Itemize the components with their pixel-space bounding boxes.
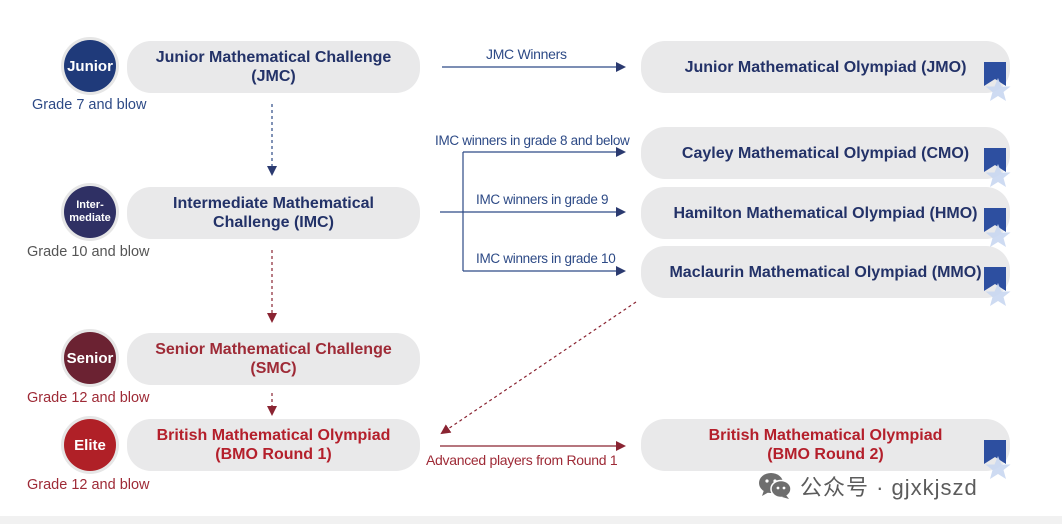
elite-badge: Elite — [64, 419, 116, 471]
hmo-box-label: Hamilton Mathematical Olympiad (HMO) — [673, 204, 978, 222]
label-jmc-winners: JMC Winners — [486, 46, 567, 62]
jmo-box: Junior Mathematical Olympiad (JMO) — [641, 41, 1010, 93]
junior-badge-label: Junior — [67, 57, 113, 75]
watermark-text: 公众号 · gjxkjszd — [800, 475, 978, 500]
elite-badge-label: Elite — [74, 436, 106, 454]
label-advanced-players: Advanced players from Round 1 — [426, 452, 618, 468]
watermark: 公众号 · gjxkjszd — [758, 470, 978, 502]
intermediate-badge: Inter- mediate — [64, 186, 116, 238]
bmo1-box-label: British Mathematical Olympiad (BMO Round… — [156, 427, 391, 463]
jmo-ribbon-star-icon — [984, 62, 1011, 101]
cmo-box-label: Cayley Mathematical Olympiad (CMO) — [681, 144, 970, 162]
imc-box-label: Intermediate Mathematical Challenge (IMC… — [173, 195, 374, 231]
mmo-box: Maclaurin Mathematical Olympiad (MMO) — [641, 246, 1010, 298]
wechat-icon — [759, 473, 792, 499]
bmo2-box-label: British Mathematical Olympiad (BMO Round… — [708, 427, 943, 463]
jmc-box: Junior Mathematical Challenge (JMC) — [127, 41, 420, 93]
junior-badge: Junior — [64, 40, 116, 92]
mmo-box-label: Maclaurin Mathematical Olympiad (MMO) — [669, 263, 982, 281]
jmc-box-label: Junior Mathematical Challenge (JMC) — [155, 49, 392, 85]
bmo2-box: British Mathematical Olympiad (BMO Round… — [641, 419, 1010, 471]
imc-box: Intermediate Mathematical Challenge (IMC… — [127, 187, 420, 239]
bmo1-box: British Mathematical Olympiad (BMO Round… — [127, 419, 420, 471]
cmo-box: Cayley Mathematical Olympiad (CMO) — [641, 127, 1010, 179]
label-imc-grade10: IMC winners in grade 10 — [476, 251, 616, 266]
senior-badge-label: Senior — [66, 349, 114, 367]
hmo-ribbon-star-icon — [984, 208, 1011, 247]
jmo-box-label: Junior Mathematical Olympiad (JMO) — [684, 58, 967, 76]
intermediate-grade-caption: Grade 10 and blow — [27, 244, 150, 260]
label-imc-grade9: IMC winners in grade 9 — [476, 192, 609, 207]
junior-grade-caption: Grade 7 and blow — [32, 97, 147, 113]
cmo-ribbon-star-icon — [984, 148, 1011, 187]
senior-grade-caption: Grade 12 and blow — [27, 390, 150, 406]
senior-badge: Senior — [64, 332, 116, 384]
label-imc-grade8: IMC winners in grade 8 and below — [435, 133, 630, 148]
hmo-box: Hamilton Mathematical Olympiad (HMO) — [641, 187, 1010, 239]
smc-box: Senior Mathematical Challenge (SMC) — [127, 333, 420, 385]
smc-box-label: Senior Mathematical Challenge (SMC) — [155, 341, 392, 377]
elite-grade-caption: Grade 12 and blow — [27, 477, 150, 493]
mmo-ribbon-star-icon — [984, 267, 1011, 306]
bmo2-ribbon-star-icon — [984, 440, 1011, 479]
arrow-mmo-to-bmo1 — [440, 301, 637, 435]
intermediate-badge-label: Inter- mediate — [69, 199, 111, 224]
